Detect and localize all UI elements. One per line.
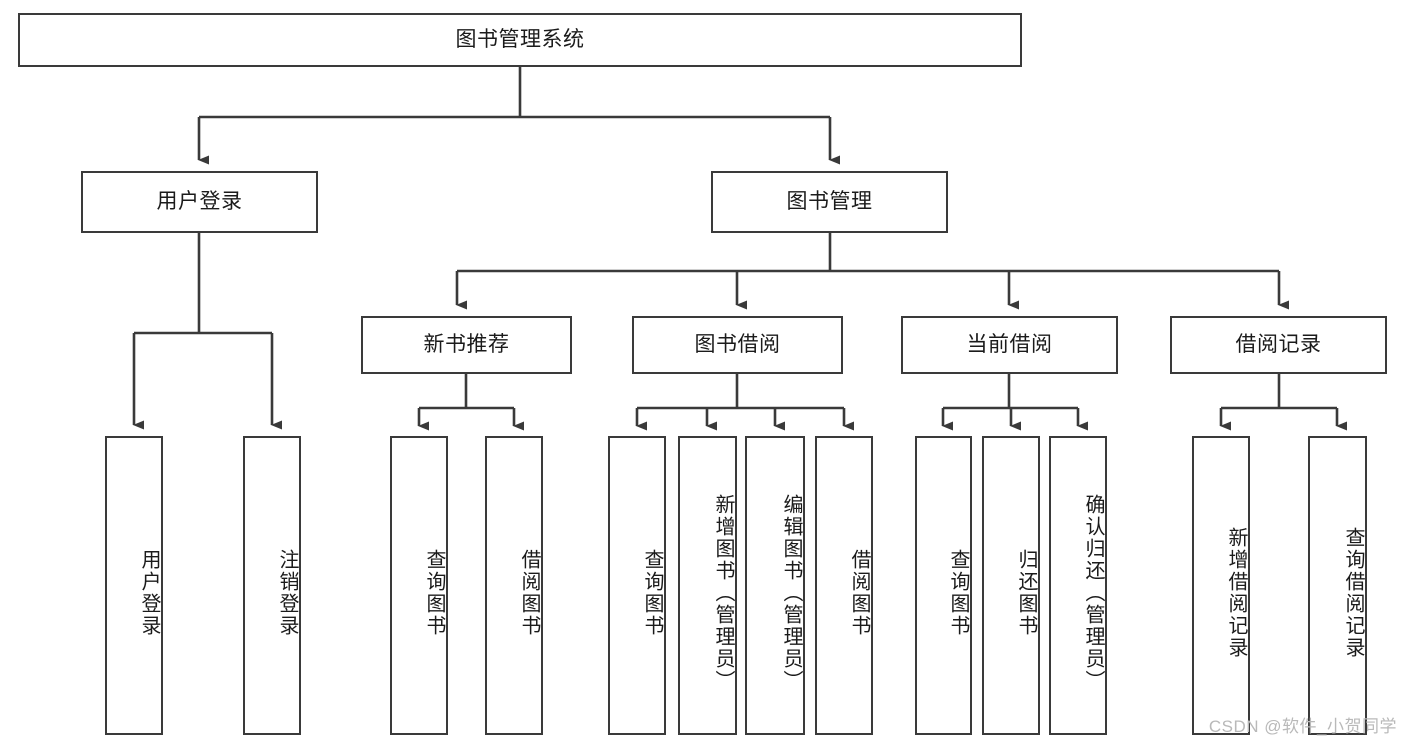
node-book-borrow[interactable]: 图书借阅 (632, 316, 843, 374)
node-book-management[interactable]: 图书管理 (711, 171, 948, 233)
node-leaf-edit-book[interactable]: 编辑图书（管理员） (745, 436, 805, 735)
node-leaf-query-record[interactable]: 查询借阅记录 (1308, 436, 1367, 735)
node-leaf-logout[interactable]: 注销登录 (243, 436, 301, 735)
node-leaf-query-book-2[interactable]: 查询图书 (608, 436, 666, 735)
node-borrow-record[interactable]: 借阅记录 (1170, 316, 1387, 374)
watermark: CSDN @软件_小贺同学 (1208, 717, 1397, 736)
node-leaf-query-book-3[interactable]: 查询图书 (915, 436, 972, 735)
node-leaf-query-book-1[interactable]: 查询图书 (390, 436, 448, 735)
node-leaf-add-book[interactable]: 新增图书（管理员） (678, 436, 737, 735)
node-new-book-recommend[interactable]: 新书推荐 (361, 316, 572, 374)
node-leaf-confirm-return[interactable]: 确认归还（管理员） (1049, 436, 1107, 735)
node-user-login[interactable]: 用户登录 (81, 171, 318, 233)
node-root[interactable]: 图书管理系统 (18, 13, 1022, 67)
node-current-borrow[interactable]: 当前借阅 (901, 316, 1118, 374)
node-leaf-add-record[interactable]: 新增借阅记录 (1192, 436, 1250, 735)
node-leaf-borrow-book-2[interactable]: 借阅图书 (815, 436, 873, 735)
node-leaf-return-book[interactable]: 归还图书 (982, 436, 1040, 735)
node-leaf-borrow-book-1[interactable]: 借阅图书 (485, 436, 543, 735)
node-leaf-user-login[interactable]: 用户登录 (105, 436, 163, 735)
